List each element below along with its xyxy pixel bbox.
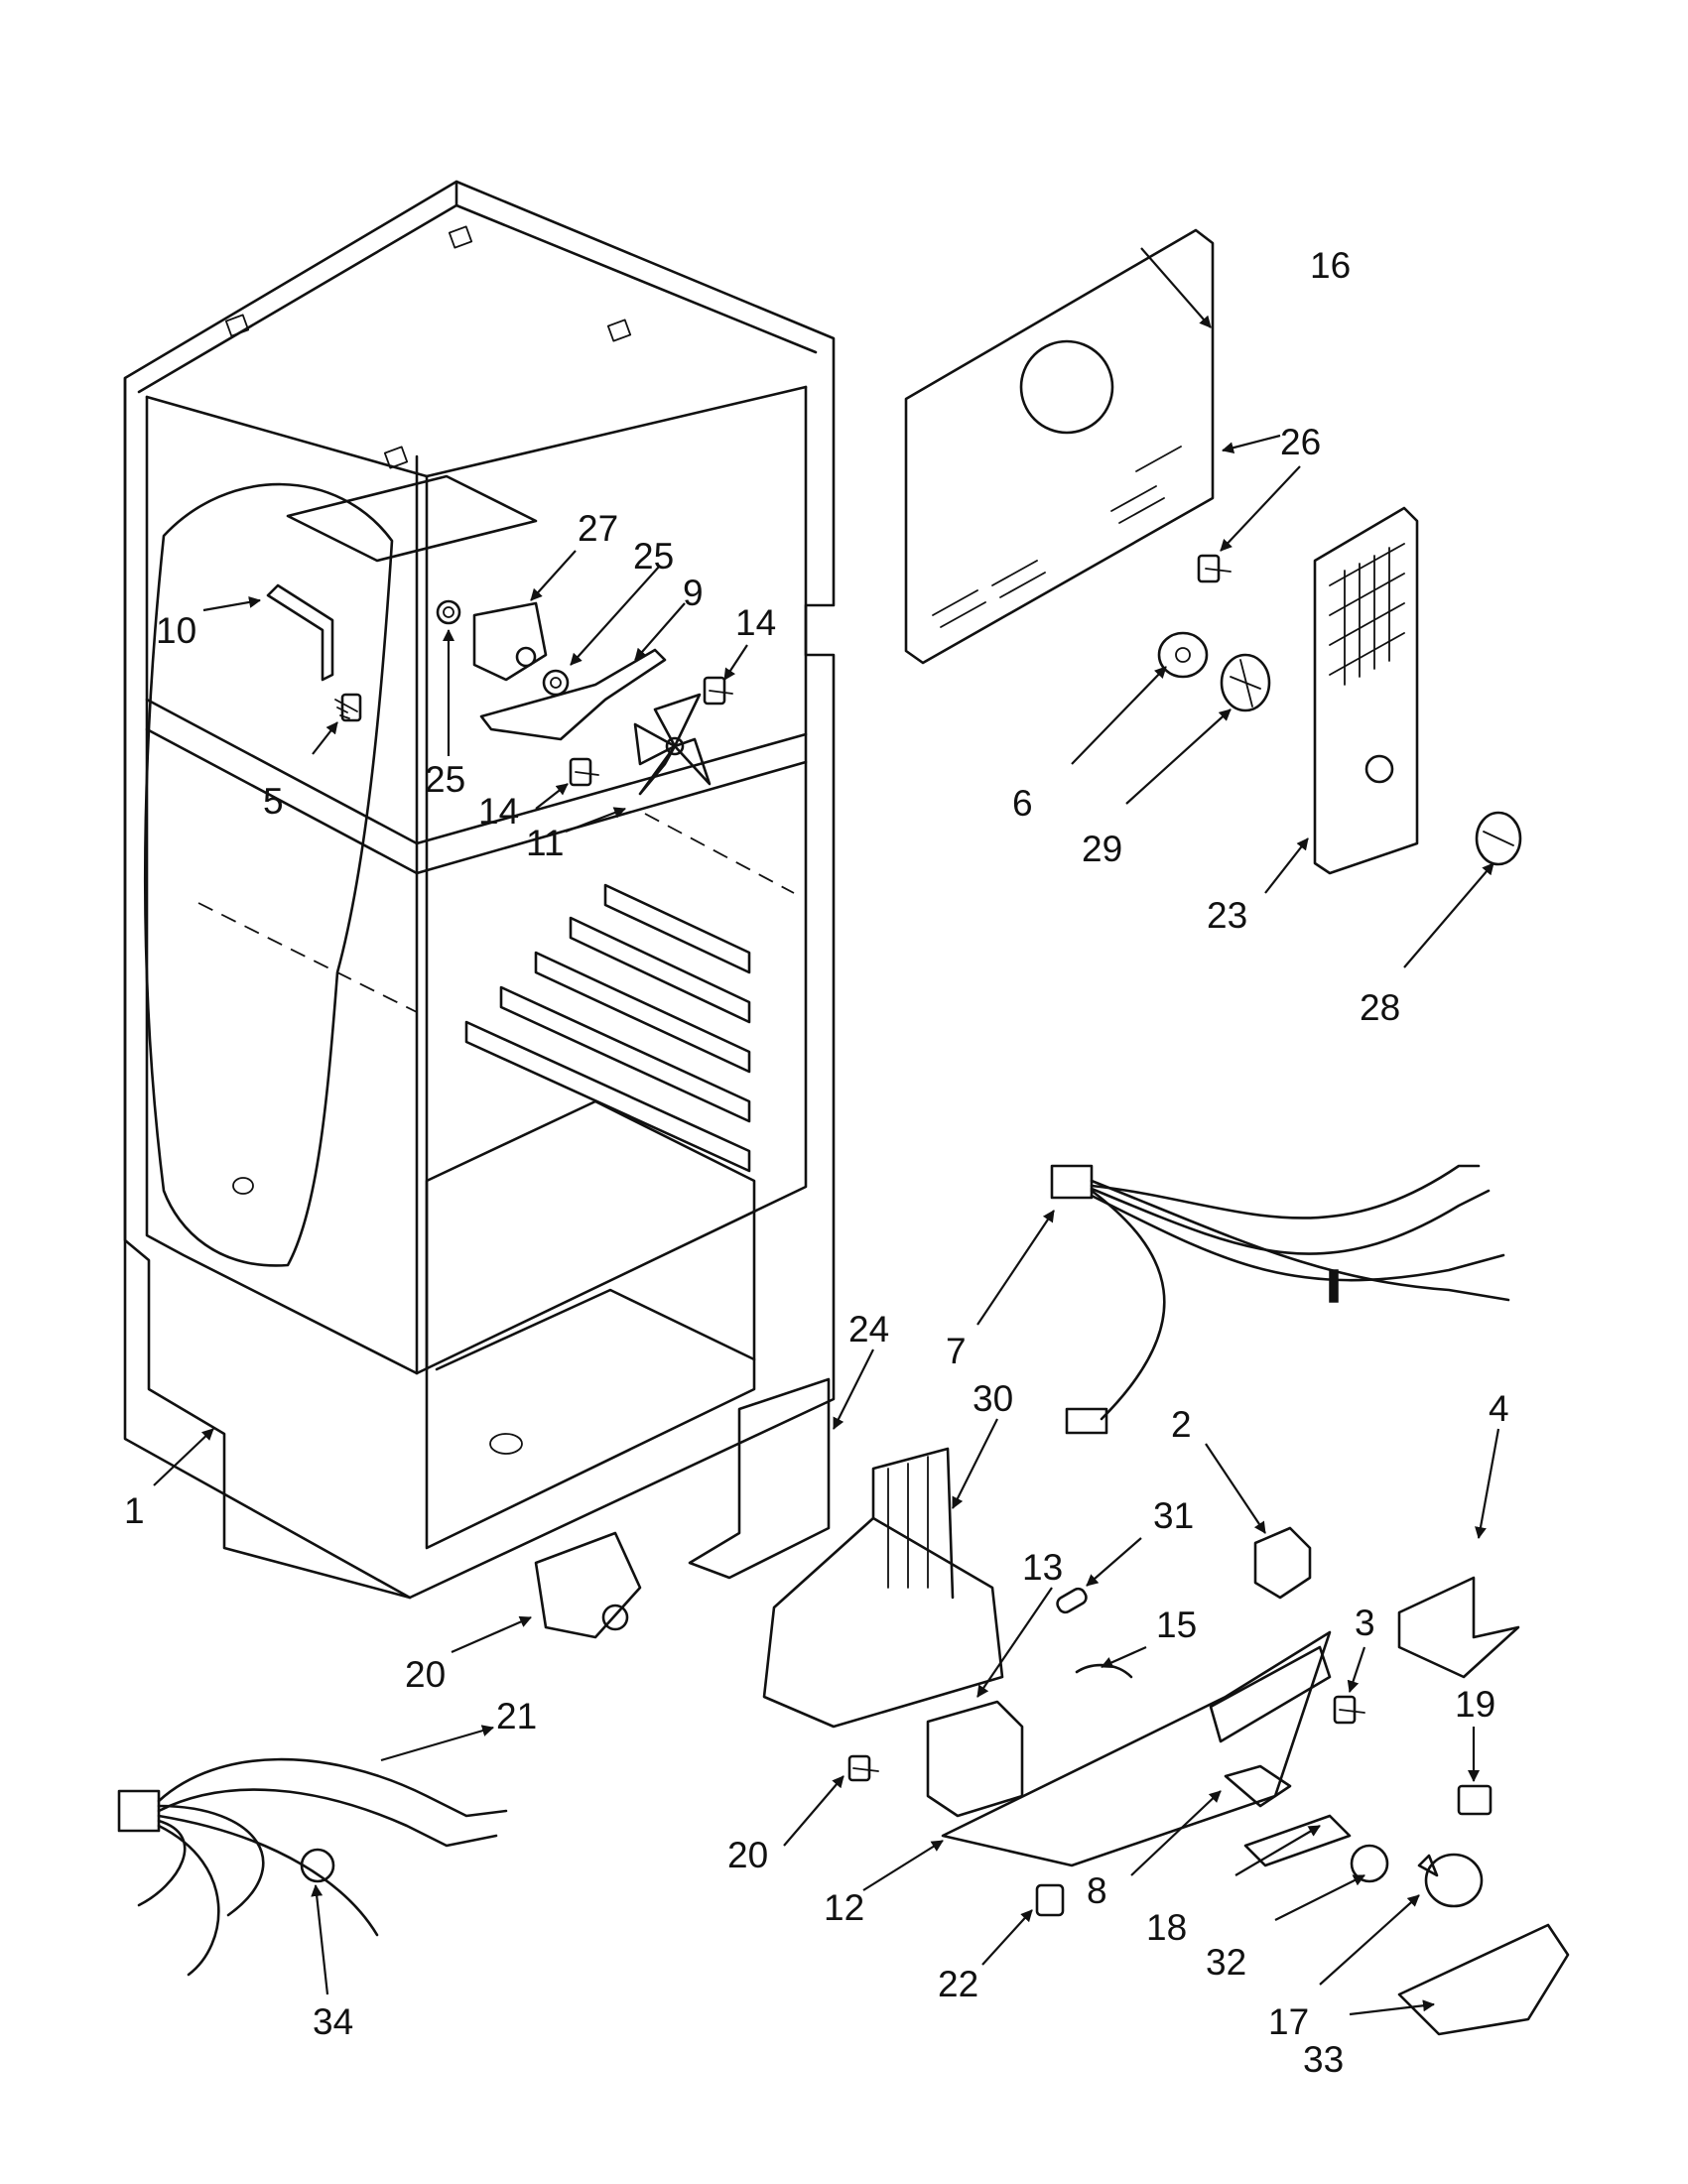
bulb-socket-27	[472, 601, 548, 682]
callout-15-label: 15	[1156, 1605, 1197, 1645]
callout-23: 23	[1207, 895, 1247, 936]
clip-8-icon	[1224, 1764, 1292, 1808]
callout-29: 29	[1082, 829, 1122, 869]
lens-33	[1397, 1923, 1570, 2036]
label-18	[1243, 1814, 1352, 1867]
screw-20-lower-icon	[847, 1754, 879, 1782]
callout-13: 13	[1022, 1547, 1063, 1588]
callout-8: 8	[1087, 1870, 1107, 1911]
callout-layer: 16 26 6 29 23 28 27 25 9 14 10 5 25 14 1…	[124, 245, 1509, 2080]
fan-bracket-9	[479, 648, 667, 741]
cabinet-liner	[123, 180, 836, 1600]
plate-4	[1397, 1576, 1520, 1679]
bulb-cover-20-icon	[534, 1531, 642, 1639]
knob-28-icon	[1475, 811, 1522, 866]
callout-19: 19	[1455, 1684, 1495, 1725]
callout-6: 6	[1012, 783, 1033, 824]
callout-3: 3	[1355, 1603, 1375, 1643]
rear-panel-16	[904, 228, 1215, 665]
callout-28: 28	[1360, 987, 1400, 1028]
control-tray-12	[941, 1630, 1332, 1867]
callout-1: 1	[124, 1490, 145, 1531]
nut-25-left-icon	[436, 599, 461, 625]
callout-11: 11	[526, 823, 564, 863]
callout-22: 22	[938, 1964, 978, 2004]
screw-3-icon	[1333, 1695, 1365, 1725]
callout-30: 30	[973, 1378, 1013, 1419]
thermostat-13	[926, 1700, 1024, 1818]
damper-2-icon	[1253, 1526, 1312, 1600]
callout-25-upper: 25	[633, 536, 674, 577]
callout-34: 34	[313, 2001, 353, 2042]
callout-14-upper: 14	[735, 602, 776, 643]
callout-27: 27	[578, 508, 618, 549]
washer-6-icon	[1157, 631, 1209, 679]
nut-25-right-icon	[542, 669, 570, 697]
callout-31: 31	[1153, 1495, 1194, 1536]
switch-19-icon	[1457, 1784, 1493, 1816]
knob-29-icon	[1220, 653, 1271, 712]
callout-4: 4	[1489, 1388, 1509, 1429]
callout-7: 7	[946, 1331, 967, 1371]
light-housing-30	[762, 1447, 1004, 1729]
callout-26: 26	[1280, 422, 1321, 462]
callout-32: 32	[1206, 1942, 1246, 1983]
screw-14-lower-icon	[569, 757, 599, 787]
screw-14-upper-icon	[703, 676, 733, 706]
callout-20-lower: 20	[727, 1835, 768, 1875]
screw-26-icon	[1197, 554, 1232, 583]
control-housing-23	[1313, 506, 1419, 875]
callout-24: 24	[848, 1309, 889, 1349]
callout-10: 10	[156, 610, 196, 651]
callout-33: 33	[1303, 2039, 1344, 2080]
callout-21: 21	[496, 1696, 537, 1736]
bracket-10	[266, 474, 538, 682]
callout-16: 16	[1310, 245, 1351, 286]
bulb-17-icon	[1417, 1853, 1484, 1908]
pin-31-icon	[1056, 1587, 1088, 1614]
callout-17: 17	[1268, 2001, 1309, 2042]
callout-5: 5	[263, 781, 284, 822]
callout-25-lower: 25	[425, 759, 465, 800]
socket-32-icon	[1350, 1844, 1389, 1883]
callout-18: 18	[1146, 1907, 1187, 1948]
callout-12: 12	[824, 1887, 864, 1928]
button-22-icon	[1035, 1883, 1065, 1917]
screw-5-icon	[334, 693, 362, 722]
wire-harness-21	[117, 1757, 508, 1977]
callout-14-lower: 14	[478, 791, 519, 832]
wire-harness-7	[1050, 1164, 1510, 1435]
fan-blade-11	[633, 693, 712, 796]
callout-9: 9	[683, 573, 704, 613]
callout-2: 2	[1171, 1404, 1192, 1445]
shroud-24	[688, 1377, 831, 1580]
callout-20-upper: 20	[405, 1654, 446, 1695]
